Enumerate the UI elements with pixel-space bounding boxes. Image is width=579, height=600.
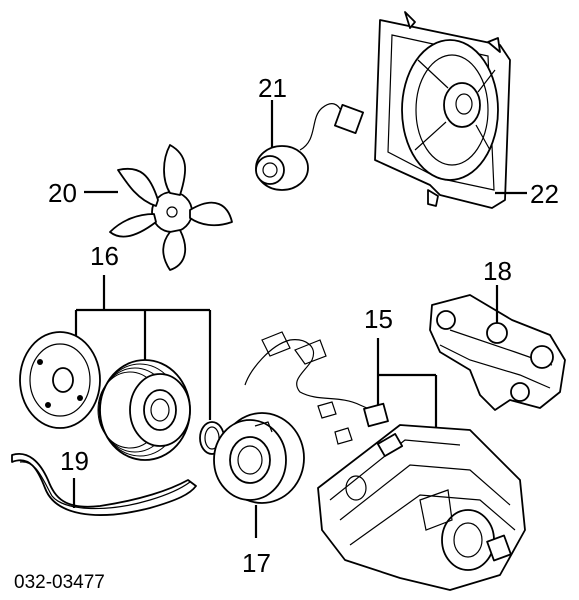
- figure-code: 032-03477: [14, 572, 105, 593]
- leader-16: [74, 275, 212, 420]
- callout-17: 17: [242, 548, 271, 578]
- pulley: [97, 359, 191, 461]
- clutch-plate: [19, 331, 101, 429]
- fan-blade-part-20: [109, 144, 233, 271]
- fan-shroud-part-22: [374, 11, 511, 209]
- callout-18: 18: [483, 256, 512, 286]
- compressor-part-15: [317, 424, 526, 591]
- compressor-harness: [244, 331, 389, 445]
- fan-motor-part-21: [255, 103, 364, 191]
- callout-21: 21: [258, 73, 287, 103]
- callout-20: 20: [48, 178, 77, 208]
- callout-15: 15: [364, 304, 393, 334]
- callout-19: 19: [60, 446, 89, 476]
- callout-16: 16: [90, 241, 119, 271]
- field-coil-part-17: [213, 412, 305, 504]
- callout-22: 22: [530, 179, 559, 209]
- drive-belt-part-19: [11, 453, 197, 516]
- bracket-part-18: [429, 294, 566, 411]
